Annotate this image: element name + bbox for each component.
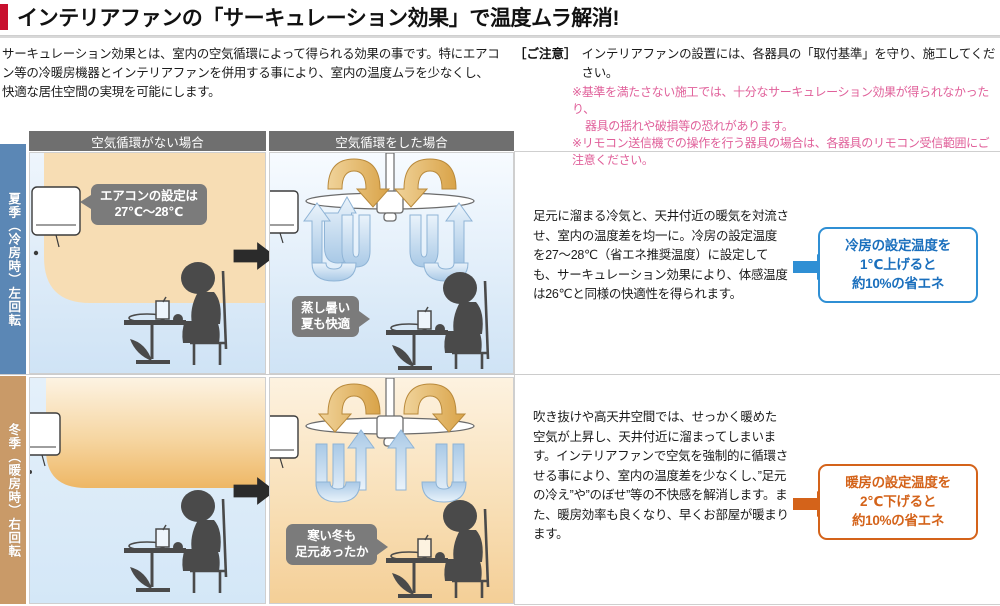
summary-text-winter: 吹き抜けや高天井空間では、せっかく暖めた空気が上昇し、天井付近に溜まってしまいま… xyxy=(533,410,789,541)
panel-winter-with-circulation: 寒い冬も 足元あったか xyxy=(269,377,514,604)
callout-summer-line2: 1℃上げると xyxy=(859,257,937,272)
illustration-winter-with-circulation xyxy=(270,378,513,603)
row-label-winter: 冬季（暖房時）右回転 xyxy=(0,376,26,604)
illustration-winter-no-circulation xyxy=(30,378,265,603)
page-title: インテリアファンの「サーキュレーション効果」で温度ムラ解消! xyxy=(17,7,620,30)
illustration-summer-with-circulation xyxy=(270,153,513,373)
notice-item-list: ※基準を満たさない施工では、十分なサーキュレーション効果が得られなかったり、 器… xyxy=(572,84,1000,169)
notice-item: 器具の揺れや破損等の恐れがあります。 xyxy=(585,119,794,133)
row-label-summer: 夏季（冷房時）左回転 xyxy=(0,144,26,374)
notice-item: ※基準を満たさない施工では、十分なサーキュレーション効果が得られなかったり、 xyxy=(572,85,989,116)
page-header: インテリアファンの「サーキュレーション効果」で温度ムラ解消! xyxy=(0,0,1000,34)
callout-summer-saving: 冷房の設定温度を 1℃上げると 約10%の省エネ xyxy=(818,227,978,303)
callout-winter-line3: 約10%の省エネ xyxy=(851,513,945,528)
row-separator xyxy=(0,374,1000,375)
right-area-left-border xyxy=(514,151,515,605)
notice-heading-row: ［ご注意］ インテリアファンの設置には、各器具の「取付基準」を守り、施工してくだ… xyxy=(514,45,1000,83)
right-area-top-border xyxy=(514,151,1000,152)
callout-winter-line1: 暖房の設定温度を xyxy=(845,475,951,490)
column-header-no-circulation-text: 空気循環がない場合 xyxy=(91,135,204,150)
right-area-bottom-border xyxy=(514,604,1000,605)
bubble-summer-comfort-line1: 蒸し暑い xyxy=(301,301,350,315)
bubble-winter-comfort-line1: 寒い冬も xyxy=(307,529,356,543)
bubble-winter-comfort-line2: 足元あったか xyxy=(295,545,369,559)
summary-text-summer: 足元に溜まる冷気と、天井付近の暖気を対流させ、室内の温度差を均一に。冷房の設定温… xyxy=(533,209,789,301)
bubble-aircon-setting: エアコンの設定は 27℃〜28℃ xyxy=(80,184,207,225)
comparison-diagram: 夏季（冷房時）左回転 冬季（暖房時）右回転 空気循環がない場合 空気循環をした場… xyxy=(0,131,1000,605)
callout-winter-saving: 暖房の設定温度を 2℃下げると 約10%の省エネ xyxy=(818,464,978,540)
notice-label: ［ご注意］ xyxy=(514,47,577,61)
notice-main-text: インテリアファンの設置には、各器具の「取付基準」を守り、施工してください。 xyxy=(581,47,996,80)
black-arrow-summer xyxy=(233,242,276,270)
column-header-no-circulation: 空気循環がない場合 xyxy=(29,131,266,151)
header-divider xyxy=(0,35,1000,38)
intro-description: サーキュレーション効果とは、室内の空気循環によって得られる効果の事です。特にエア… xyxy=(2,47,500,99)
panel-summer-no-circulation: エアコンの設定は 27℃〜28℃ xyxy=(29,152,266,374)
bubble-summer-comfort-line2: 夏も快適 xyxy=(301,317,350,331)
bubble-winter-comfort: 寒い冬も 足元あったか xyxy=(286,524,389,565)
column-header-with-circulation-text: 空気循環をした場合 xyxy=(335,135,448,150)
row-label-winter-text: 冬季（暖房時）右回転 xyxy=(6,422,21,558)
bubble-aircon-setting-line2: 27℃〜28℃ xyxy=(114,205,184,219)
notice-block: ［ご注意］ インテリアファンの設置には、各器具の「取付基準」を守り、施工してくだ… xyxy=(514,45,1000,169)
row-label-summer-text: 夏季（冷房時）左回転 xyxy=(6,191,21,327)
callout-winter-line2: 2℃下げると xyxy=(859,494,937,509)
callout-summer-line3: 約10%の省エネ xyxy=(851,276,945,291)
panel-summer-with-circulation: 蒸し暑い 夏も快適 xyxy=(269,152,514,374)
callout-summer-line1: 冷房の設定温度を xyxy=(845,238,951,253)
black-arrow-winter xyxy=(233,477,276,505)
bubble-summer-comfort: 蒸し暑い 夏も快適 xyxy=(292,296,370,337)
column-header-with-circulation: 空気循環をした場合 xyxy=(269,131,514,151)
notice-item: ※リモコン送信機での操作を行う器具の場合は、各器具のリモコン受信範囲にご注意くだ… xyxy=(572,136,990,167)
panel-winter-no-circulation xyxy=(29,377,266,604)
bubble-aircon-setting-line1: エアコンの設定は xyxy=(100,189,198,203)
header-accent-bar xyxy=(0,4,8,30)
